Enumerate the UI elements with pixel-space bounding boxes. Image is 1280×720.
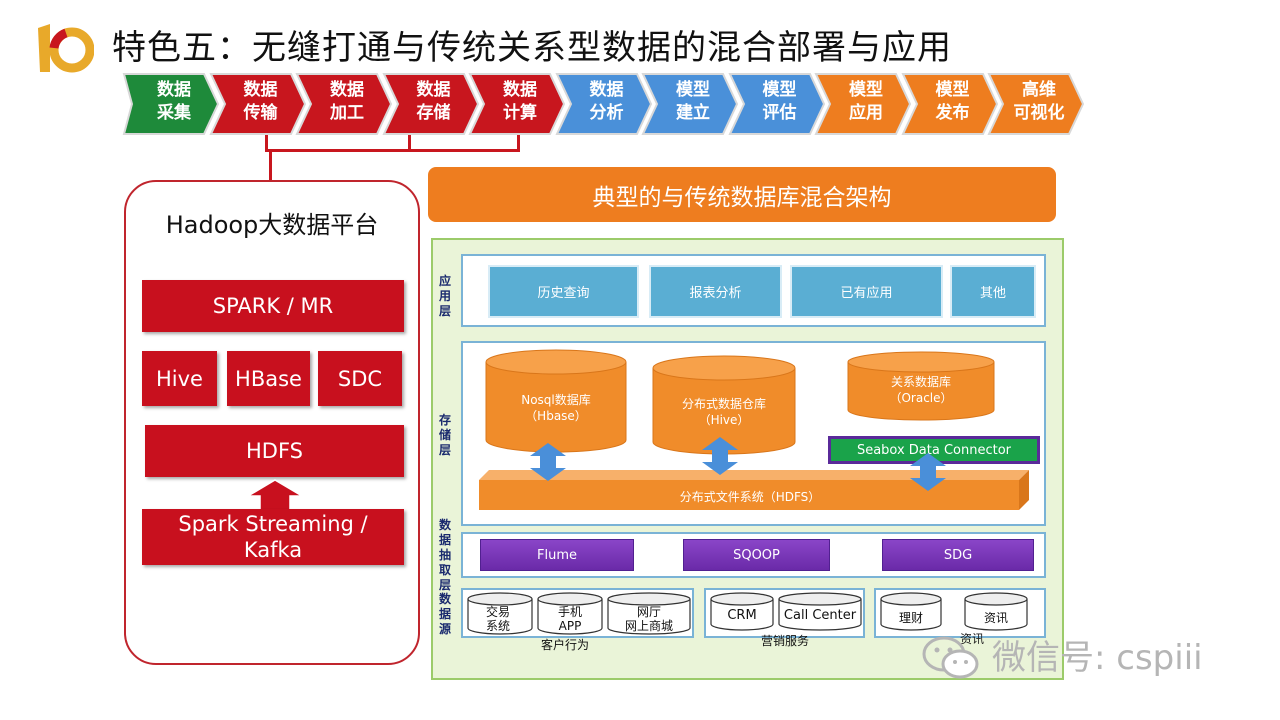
chevron-shape [295,73,393,135]
storage-layer-label: 存 储 层 [438,413,451,457]
step-label: 模型 应用 [849,80,883,123]
source-finance-cylinder [880,592,942,631]
chevron-shape [381,73,479,135]
relational-db-label: 关系数据库 （Oracle） [889,375,953,405]
relational-db-cylinder [847,351,995,421]
source-customer-caption: 客户行为 [540,638,589,652]
chevron-shape [814,73,912,135]
step-label: 高维 可视化 [1013,80,1065,123]
arch-banner: 典型的与传统数据库混合架构 [428,167,1056,222]
bracket-mid-tick [408,135,411,151]
watermark-text: 微信号: cspiii [992,638,1203,678]
chevron-shape [208,73,306,135]
app-history-query: 历史查询 [488,265,639,318]
spark-streaming-box: Spark Streaming / Kafka [142,509,404,565]
sdc-box: SDC [318,351,402,406]
chevron-shape [727,73,825,135]
source-online-cylinder [607,592,691,635]
step-chevron-5: 数据 计算 [468,72,566,136]
step-chevron-2: 数据 传输 [208,72,306,136]
data-warehouse-cylinder [652,355,796,455]
step-chevron-9: 模型 应用 [814,72,912,136]
step-chevron-8: 模型 评估 [727,72,825,136]
seabox-connector: Seabox Data Connector [828,436,1040,464]
source-callcenter-cylinder [778,592,862,631]
step-label: 数据 传输 [243,80,278,123]
step-chevron-10: 模型 发布 [900,72,998,136]
hadoop-title: Hadoop大数据平台 [165,211,379,239]
source-online-label: 网厅 网上商城 [624,605,673,633]
source-info-caption: 资讯 [960,632,985,646]
step-chevron-11: 高维 可视化 [987,72,1085,136]
source-trade-cylinder [467,592,533,635]
dw-hdfs-arrow-icon [702,437,738,475]
rdb-hdfs-arrow-icon [910,453,946,491]
page-title: 特色五：无缝打通与传统关系型数据的混合部署与应用 [112,28,952,68]
logo [30,18,95,78]
source-layer-label: 数 据 源 [438,592,451,636]
source-callcenter-label: Call Center [783,608,857,623]
nosql-hdfs-arrow-icon [530,443,566,481]
up-arrow-icon [246,479,304,511]
source-finance-label: 理财 [898,611,923,625]
nosql-db-cylinder [485,349,627,453]
source-crm-label: CRM [727,608,757,623]
app-other: 其他 [950,265,1036,318]
source-app-label: 手机 APP [557,605,582,633]
extract-layer-label: 数 据 抽 取 层 [438,518,451,592]
wechat-icon [922,636,979,679]
step-label: 数据 加工 [330,80,364,123]
step-chevron-6: 数据 分析 [554,72,652,136]
hdfs-box: HDFS [145,425,404,477]
bracket-right [517,135,520,151]
step-label: 数据 计算 [503,80,537,123]
app-report-analysis: 报表分析 [649,265,782,318]
chevron-shape [900,73,998,135]
sqoop-box: SQOOP [683,539,830,571]
step-chevron-7: 模型 建立 [641,72,739,136]
chevron-shape [468,73,566,135]
hadoop-panel [124,180,420,665]
bracket-bar [265,149,520,152]
source-news-cylinder [964,592,1028,631]
source-marketing-caption: 营销服务 [760,634,809,648]
chevron-shape [987,73,1085,135]
nosql-db-label: Nosql数据库 （Hbase） [521,393,591,423]
step-label: 数据 存储 [416,80,451,123]
chevron-shape [122,73,220,135]
hbase-box: HBase [227,351,310,406]
chevron-shape [641,73,739,135]
hdfs-bar-label: 分布式文件系统（HDFS） [679,490,821,504]
step-label: 模型 评估 [762,80,797,123]
data-warehouse-label: 分布式数据仓库 （Hive） [681,397,766,427]
source-crm-cylinder [710,592,774,631]
flume-box: Flume [480,539,634,571]
bracket-stem [269,149,272,181]
step-chevron-3: 数据 加工 [295,72,393,136]
app-existing: 已有应用 [790,265,943,318]
step-chevron-4: 数据 存储 [381,72,479,136]
bracket-left [265,135,268,151]
step-chevron-1: 数据 采集 [122,72,220,136]
source-news-label: 资讯 [983,611,1008,625]
source-app-cylinder [537,592,603,635]
sdg-box: SDG [882,539,1034,571]
step-label: 模型 建立 [676,80,710,123]
spark-mr-box: SPARK / MR [142,280,404,332]
source-trade-label: 交易 系统 [485,605,510,633]
step-label: 数据 采集 [157,80,191,123]
hive-box: Hive [142,351,217,406]
app-layer-label: 应 用 层 [438,274,451,318]
chevron-shape [554,73,652,135]
step-label: 数据 分析 [589,80,624,123]
step-label: 模型 发布 [935,80,970,123]
